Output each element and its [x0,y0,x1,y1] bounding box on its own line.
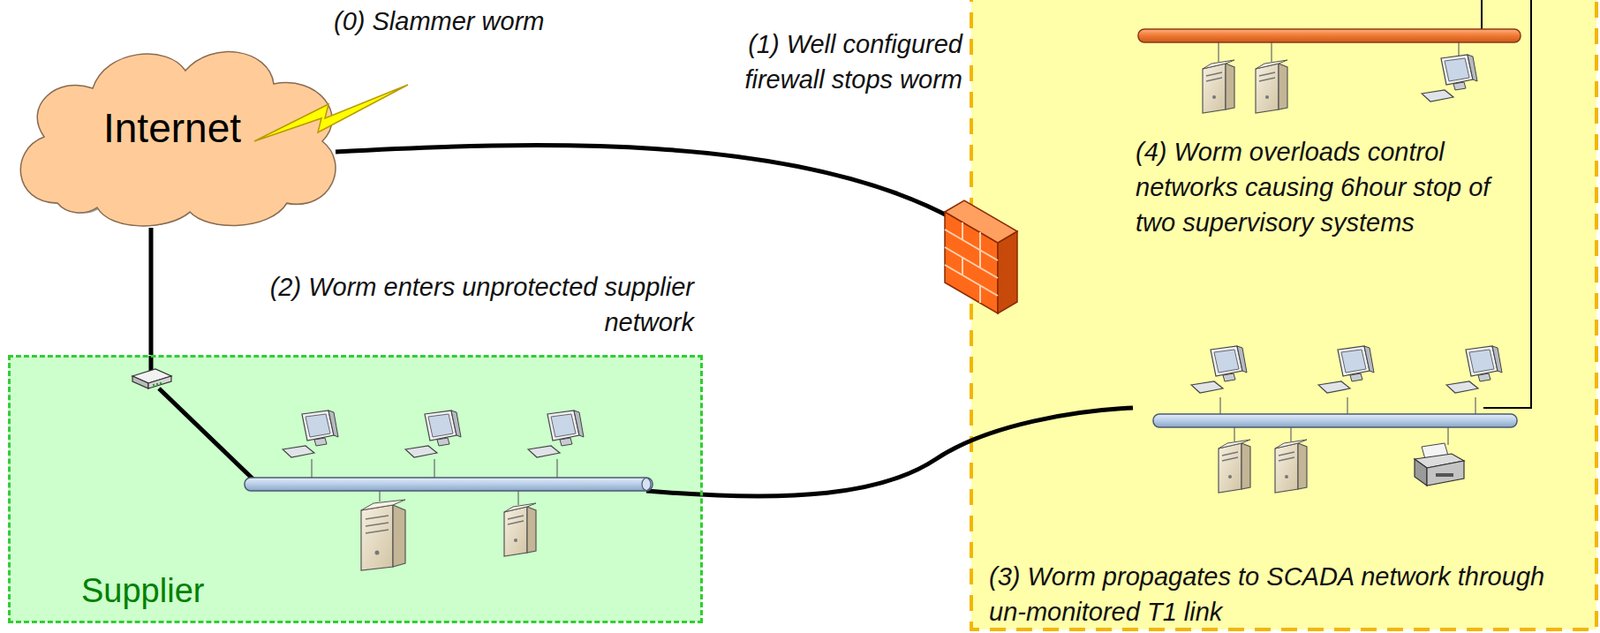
riser-line [1480,0,1483,32]
control-monitor [1421,54,1478,102]
scada-server [1218,439,1251,493]
supplier-bus [244,477,653,491]
control-server [1202,60,1235,114]
node-label: Supplier [81,572,347,611]
supplier-region: Supplier [7,354,703,624]
router-icon [132,369,172,389]
firewall-icon [944,200,1018,314]
supplier-fill [8,356,702,622]
scada-pc [1191,346,1247,393]
scada-region [971,0,1597,630]
scada-printer [1414,443,1465,486]
t1-link [646,407,1133,497]
supplier-pc [405,410,461,458]
internet-cloud: Internet [4,26,351,237]
scada-pc [1446,346,1502,393]
control-bus [1138,29,1521,43]
scada-server [1275,439,1307,493]
router-downlink [158,388,257,483]
wan-link [335,145,954,219]
supplier-server [361,499,406,571]
callout-note: (1) Well configured firewall stops worm [671,26,963,98]
callout-note: (0) Slammer worm [333,3,687,39]
node-label: Internet [4,104,340,152]
control-drops [1218,42,1459,62]
scada-bus [1153,414,1517,428]
callout-note: (4) Worm overloads control networks caus… [1135,134,1516,241]
riser-line [1483,0,1532,408]
scada-pc [1318,346,1374,393]
callout-note: (2) Worm enters unprotected supplier net… [256,269,695,340]
control-server [1255,60,1288,114]
callout-note: (3) Worm propagates to SCADA network thr… [988,558,1579,630]
supplier-pc [528,410,584,458]
uplink-line [149,227,154,355]
supplier-pc [282,410,339,458]
supplier-server [504,503,536,557]
